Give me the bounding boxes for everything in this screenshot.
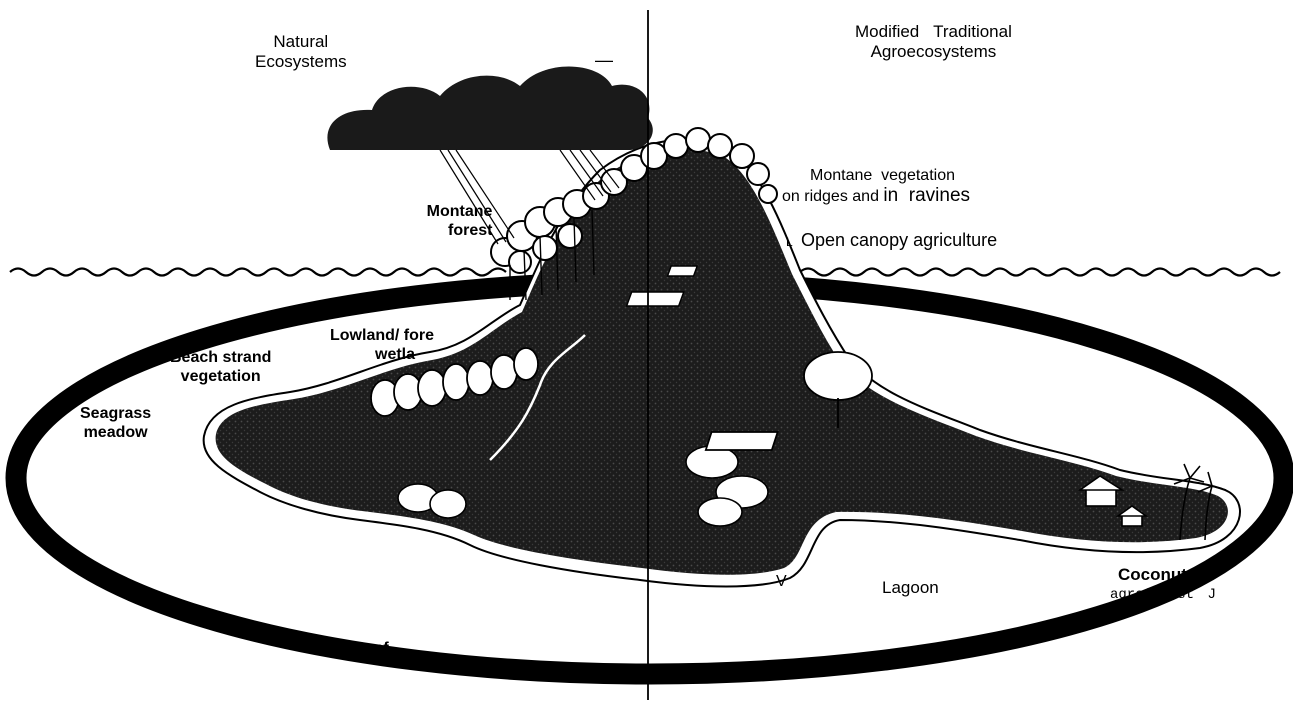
- label-lagoon: Lagoon: [882, 578, 939, 598]
- label-open-canopy-agriculture: Open canopy agriculture: [801, 230, 997, 252]
- label-beach-line1: Beach strand: [170, 348, 271, 367]
- label-lowland-line1: Lowland/ fore: [330, 326, 434, 345]
- label-beach-strand: Beach strand vegetation: [170, 348, 271, 386]
- horizon-wave-right: [800, 269, 1280, 276]
- label-coconut-line2: agroforest J: [1110, 585, 1215, 604]
- label-agroforest-text: agroforest: [1110, 587, 1194, 603]
- label-montane-vegetation: Montane vegetation on ridges and in ravi…: [782, 166, 970, 208]
- label-lowland-line2: wetla: [330, 345, 434, 364]
- label-montane-veg-part2: in ravines: [883, 185, 970, 206]
- heading-modified-line2: Agroecosystems: [855, 42, 1012, 62]
- label-montane-forest-line2: forest: [406, 221, 492, 240]
- label-seagrass-line1: Seagrass: [80, 404, 151, 423]
- heading-modified-agroecosystems: Modified Traditional Agroecosystems: [855, 22, 1012, 63]
- label-coconut-line1: Coconut: [1110, 565, 1215, 585]
- label-montane-forest-line1: Montane: [406, 202, 492, 221]
- label-montane-veg-line1: Montane vegetation: [782, 166, 970, 185]
- heading-natural-ecosystems: Natural Ecosystems: [255, 32, 347, 73]
- label-lowland-forest: Lowland/ fore wetla: [330, 326, 434, 364]
- heading-modified-line1: Modified Traditional: [855, 22, 1012, 42]
- label-montane-forest: Montane forest: [406, 202, 492, 240]
- label-montane-veg-part1: on ridges and: [782, 188, 879, 205]
- label-coconut-agroforest: Coconut agroforest J: [1110, 565, 1215, 604]
- label-beach-line2: vegetation: [170, 367, 271, 386]
- dash-mark: —: [595, 50, 613, 72]
- v-mark: V: [776, 572, 787, 591]
- open-canopy-mark: L: [786, 235, 793, 249]
- coconut-j-mark: J: [1208, 585, 1215, 601]
- heading-natural-line1: Natural: [255, 32, 347, 52]
- label-reef: Reef: [354, 639, 389, 658]
- label-montane-veg-line2: on ridges and in ravines: [782, 185, 970, 208]
- label-seagrass-line2: meadow: [80, 423, 151, 442]
- heading-natural-line2: Ecosystems: [255, 52, 347, 72]
- label-seagrass-meadow: Seagrass meadow: [80, 404, 151, 442]
- horizon-wave: [10, 269, 506, 276]
